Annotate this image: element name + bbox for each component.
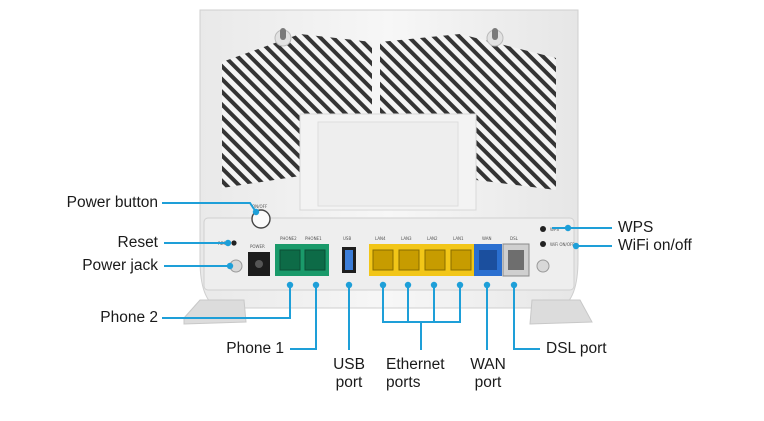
label-dsl-port: DSL port bbox=[546, 340, 607, 357]
panel-label-wifi: WiFi ON/OFF bbox=[550, 242, 575, 247]
label-ethernet-ports: Ethernet ports bbox=[386, 356, 445, 392]
panel-label-lan2: LAN2 bbox=[427, 236, 438, 241]
label-phone2: Phone 2 bbox=[100, 309, 158, 326]
callout-line-phone2 bbox=[162, 285, 291, 319]
lan3-port bbox=[398, 249, 420, 271]
label-power-button: Power button bbox=[66, 194, 158, 211]
panel-label-wan: WAN bbox=[482, 236, 491, 241]
label-usb-line2: port bbox=[335, 374, 363, 391]
lan4-port bbox=[372, 249, 394, 271]
callout-line-dsl bbox=[513, 285, 540, 350]
label-ethernet-line1: Ethernet bbox=[386, 356, 445, 373]
callout-line-phone1 bbox=[290, 285, 317, 350]
panel-label-lan1: LAN1 bbox=[453, 236, 464, 241]
label-wan-line1: WAN bbox=[470, 356, 506, 373]
router-foot bbox=[183, 299, 247, 325]
label-ethernet-line2: ports bbox=[386, 374, 421, 391]
panel-label-usb: USB bbox=[343, 236, 351, 241]
phone1-port bbox=[304, 249, 326, 271]
panel-label-lan4: LAN4 bbox=[375, 236, 386, 241]
router-body bbox=[183, 9, 593, 325]
label-phone1: Phone 1 bbox=[226, 340, 284, 357]
label-power-jack: Power jack bbox=[82, 257, 158, 274]
label-reset: Reset bbox=[117, 234, 159, 251]
panel-label-phone1: PHONE1 bbox=[305, 236, 322, 241]
callout-lines bbox=[162, 202, 612, 350]
phone2-port bbox=[279, 249, 301, 271]
router-foot bbox=[529, 299, 593, 325]
lan1-port bbox=[450, 249, 472, 271]
panel-label-lan3: LAN3 bbox=[401, 236, 412, 241]
panel-label-power: POWER bbox=[250, 244, 265, 249]
panel-label-dsl: DSL bbox=[510, 236, 519, 241]
label-usb-port: USB port bbox=[329, 356, 369, 392]
panel-label-phone2: PHONE2 bbox=[280, 236, 297, 241]
callout-line-power-button bbox=[162, 202, 257, 213]
label-wps: WPS bbox=[618, 219, 654, 236]
wall-mount-hole bbox=[486, 28, 504, 47]
label-wifi-on-off: WiFi on/off bbox=[618, 237, 692, 254]
label-wan-port: WAN port bbox=[466, 356, 510, 392]
panel-label-on-off: ON/OFF bbox=[252, 204, 268, 209]
panel-label-wps: WPS bbox=[550, 227, 559, 232]
wps-button-component bbox=[540, 226, 546, 232]
label-usb-line1: USB bbox=[333, 356, 365, 373]
wifi-button-component bbox=[540, 241, 546, 247]
reset-hole bbox=[231, 240, 237, 246]
wall-mount-hole bbox=[274, 28, 292, 47]
callout-dots bbox=[224, 208, 580, 289]
screw bbox=[536, 259, 550, 273]
lan2-port bbox=[424, 249, 446, 271]
label-wan-line2: port bbox=[474, 374, 502, 391]
